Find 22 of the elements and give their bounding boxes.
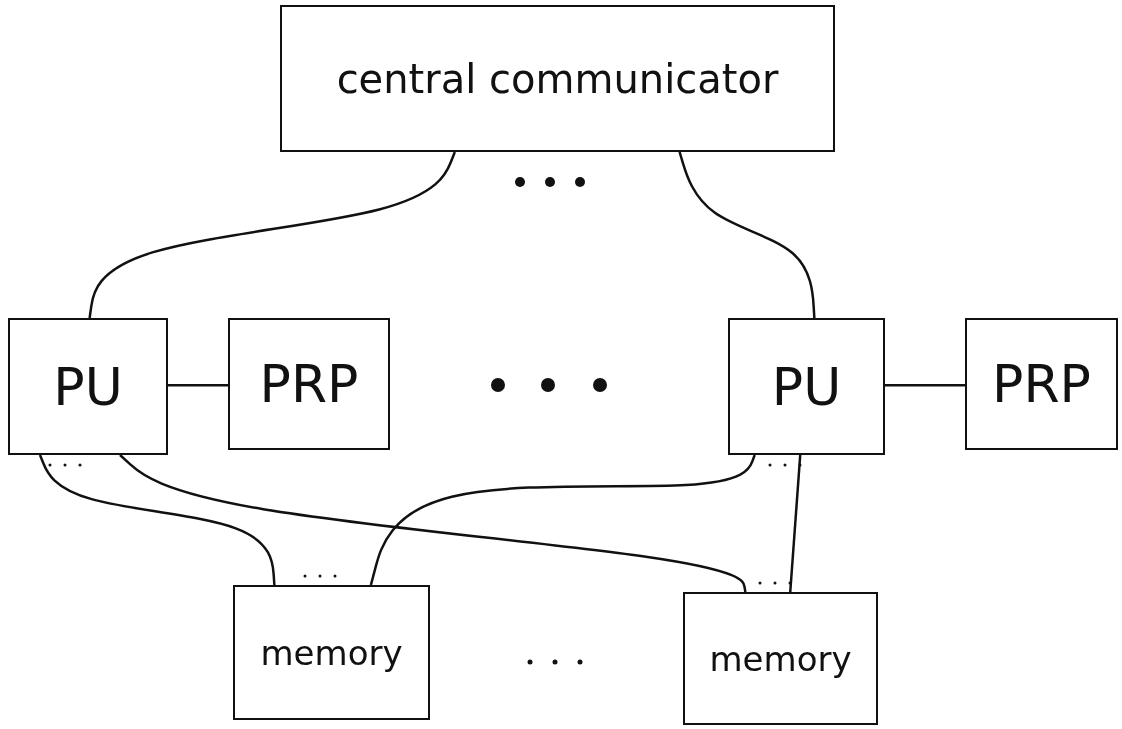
process-box (228, 318, 390, 450)
box-label: PRP (259, 354, 359, 414)
process-box (280, 5, 835, 152)
connector-line (38, 454, 276, 586)
connector-line (885, 383, 965, 387)
process-box (728, 318, 885, 455)
box-label: PU (771, 356, 842, 417)
connector-line (678, 151, 816, 319)
connector-line (119, 454, 747, 593)
connector-line (88, 151, 456, 319)
process-box (8, 318, 168, 455)
process-box (965, 318, 1118, 450)
connector-line (168, 383, 228, 387)
process-box (683, 592, 878, 725)
process-box (233, 585, 430, 720)
box-label: memory (260, 632, 403, 673)
box-label: memory (709, 638, 852, 679)
box-label: central communicator (336, 55, 779, 102)
connector-line (369, 454, 756, 586)
box-label: PRP (992, 354, 1091, 414)
box-label: PU (53, 356, 123, 417)
connector-line (789, 454, 802, 593)
